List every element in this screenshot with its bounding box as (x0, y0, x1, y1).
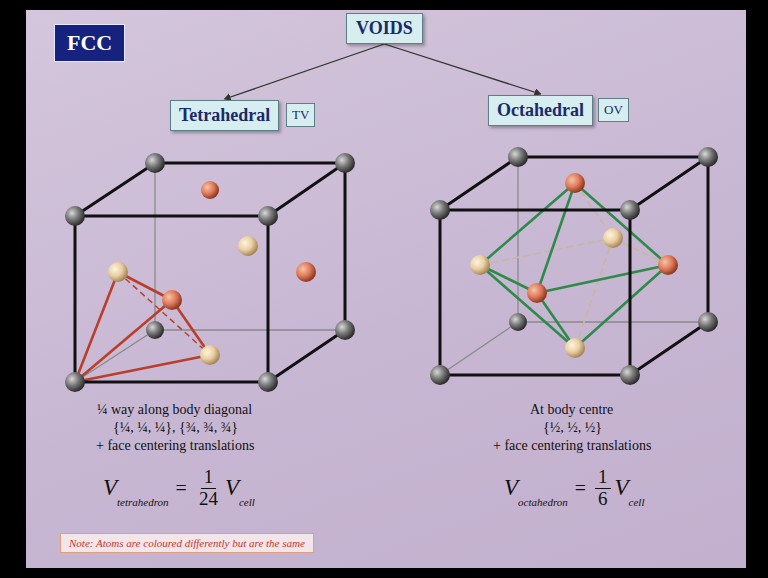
formula-operator: = (575, 477, 586, 500)
fraction: 16 (595, 467, 611, 510)
box-text: FCC (67, 30, 112, 56)
box-text: Note: Atoms are coloured differently but… (69, 537, 305, 549)
formula-subscript: cell (629, 496, 645, 508)
box-text: Tetrahedral (179, 105, 270, 126)
formula-operator: = (176, 477, 187, 500)
note-box: Note: Atoms are coloured differently but… (60, 533, 314, 553)
category-box: Octahedral (488, 95, 593, 126)
fraction-denominator: 6 (595, 489, 611, 510)
volume-formula: Voctahedron=16Vcell (504, 467, 647, 510)
fraction-numerator: 1 (201, 467, 217, 489)
formula-subscript: cell (239, 496, 255, 508)
formula-symbol: V (225, 475, 239, 501)
formula-symbol: V (504, 475, 518, 501)
tree-connector (384, 44, 540, 94)
volume-formula: Vtetrahedron=124Vcell (103, 467, 257, 510)
box-text: TV (292, 107, 309, 123)
box-text: Octahedral (497, 100, 584, 121)
tree-connector (225, 44, 385, 99)
description-text: At body centre (530, 402, 613, 418)
description-text: {½, ½, ½} (543, 420, 602, 436)
fraction-denominator: 24 (196, 489, 221, 510)
root-box: VOIDS (346, 13, 423, 44)
abbreviation-box: TV (286, 103, 315, 127)
description-text: + face centering translations (493, 438, 651, 454)
fraction: 124 (196, 467, 221, 510)
formula-symbol: V (103, 475, 117, 501)
description-text: {¼, ¼, ¼}, {¾, ¾, ¾} (113, 420, 238, 436)
fraction-numerator: 1 (595, 467, 611, 489)
formula-subscript: tetrahedron (117, 496, 169, 508)
abbreviation-box: OV (598, 98, 629, 122)
box-text: OV (604, 102, 623, 118)
description-text: + face centering translations (96, 438, 254, 454)
formula-subscript: octahedron (518, 496, 568, 508)
section-badge: FCC (54, 24, 125, 62)
box-text: VOIDS (356, 18, 413, 39)
slide-background (26, 10, 746, 568)
category-box: Tetrahedral (170, 100, 279, 131)
formula-symbol: V (615, 475, 629, 501)
description-text: ¼ way along body diagonal (97, 402, 252, 418)
